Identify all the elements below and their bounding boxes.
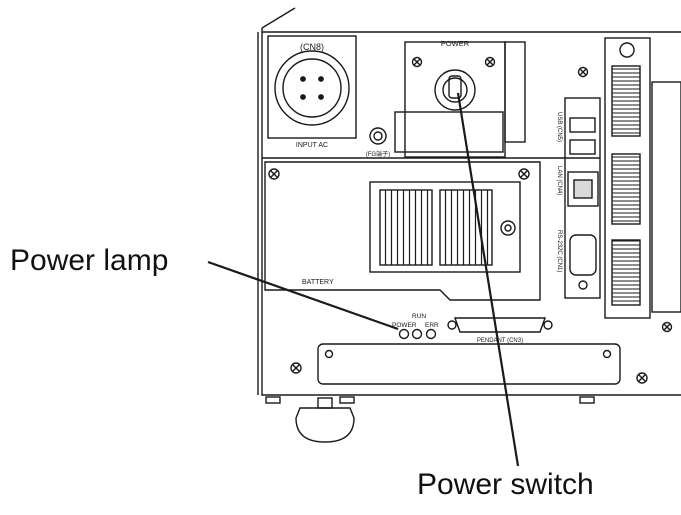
lan-label: LAN (CN4) [556,166,562,195]
cn8-connector-inner [282,58,342,118]
power-switch-knob-outer [434,69,476,111]
run-lamp-label: RUN [412,313,426,320]
power-caution-label [504,41,526,143]
power-lamp [398,328,410,340]
battery-cover [264,161,541,301]
slot-vent-2 [611,153,641,225]
pendant-label: PENDANT (CN3) [477,338,523,344]
err-lamp-label: ERR [425,322,439,329]
fg-terminal-label: (FG端子) [366,150,390,158]
chassis-top-edge [261,7,296,29]
lan-port [567,171,599,207]
adjacent-slot [651,81,681,313]
usb-port-2 [569,139,596,155]
power-switch-leader [456,92,520,467]
usb-port-1 [569,117,596,133]
rs232c-port [569,234,597,276]
pendant-connector [454,317,546,333]
battery-vent-left [379,189,433,266]
power-switch-callout: Power switch [417,468,594,501]
rs232c-label: RS-232C (CN1) [556,230,562,272]
battery-screw [500,220,516,236]
fg-terminal [369,127,387,145]
cn8-plate [267,35,357,139]
chassis-outline [261,28,681,396]
power-lamp-callout: Power lamp [10,244,169,277]
slot-vent-3 [611,239,641,306]
battery-holder [369,181,521,273]
io-plate [564,97,601,299]
power-switch-guard [394,111,504,153]
blank-cover-plate [317,343,621,385]
power-lamp-label: POWER [392,322,417,329]
slot-vent-1 [611,65,641,137]
power-switch-lever [448,75,462,99]
err-lamp [425,328,437,340]
slot-card [604,37,651,319]
leveling-foot [295,407,355,443]
usb-label: USB (CN5) [556,112,562,142]
cn8-label: (CN8) [300,42,324,52]
power-switch-label: POWER [441,39,470,48]
battery-label: BATTERY [302,279,334,286]
power-lamp-leader [207,260,399,331]
run-lamp [411,328,423,340]
input-ac-label: INPUT AC [296,142,328,149]
cn8-connector-outer [274,50,350,126]
